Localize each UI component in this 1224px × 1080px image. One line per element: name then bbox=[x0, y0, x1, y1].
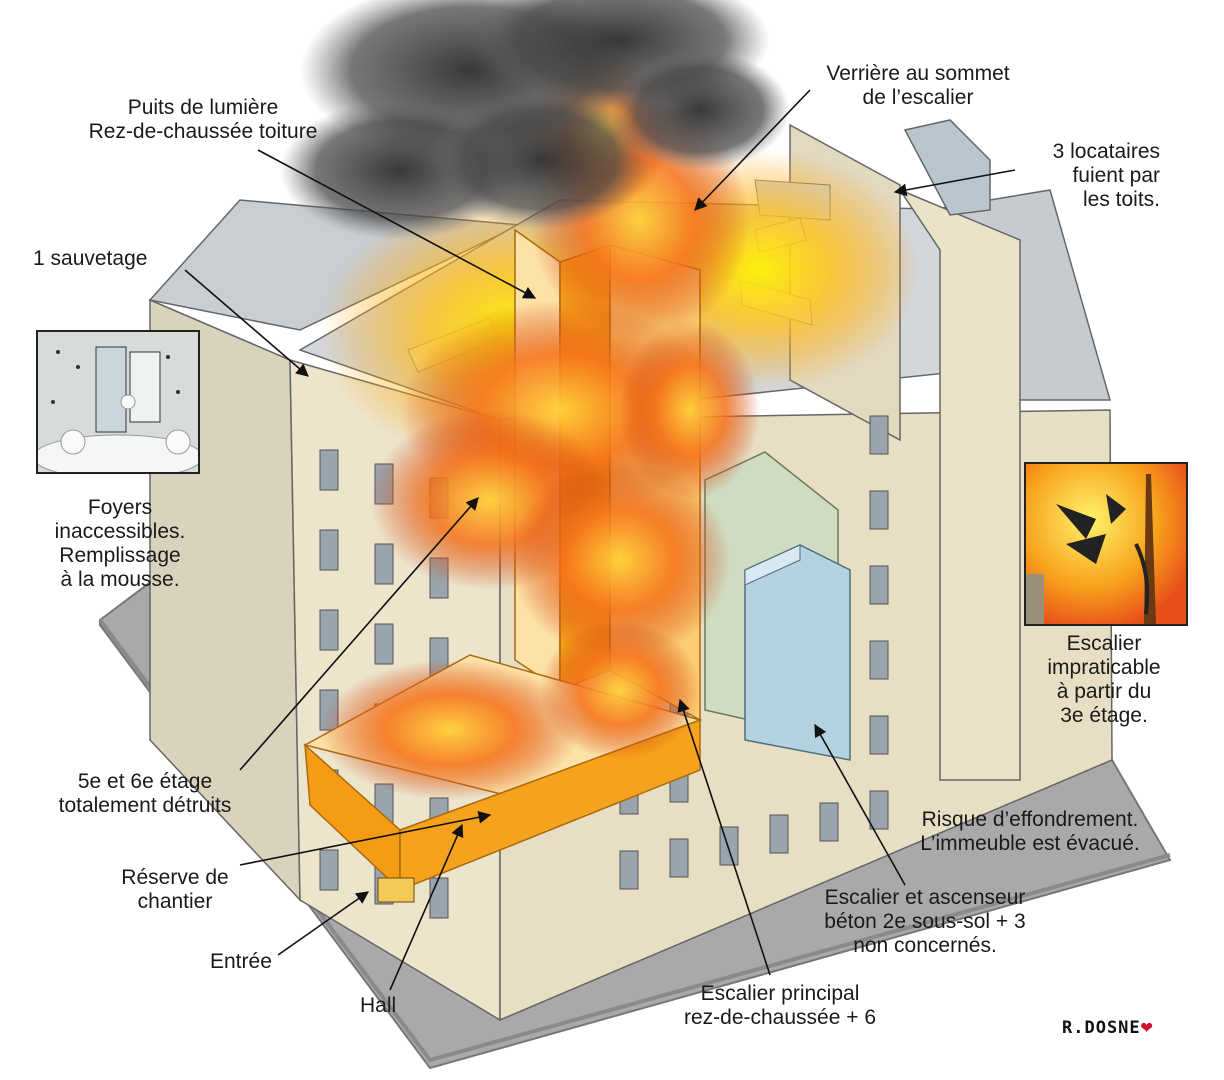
fire-icon bbox=[320, 50, 760, 800]
window bbox=[319, 849, 339, 891]
label-sauvetage: 1 sauvetage bbox=[33, 247, 148, 270]
window bbox=[669, 838, 689, 878]
window bbox=[319, 609, 339, 651]
window bbox=[429, 877, 449, 919]
party-wall bbox=[898, 188, 1021, 781]
artist-signature: R.DOSNE❤ bbox=[1062, 1014, 1154, 1038]
window bbox=[769, 814, 789, 854]
window bbox=[374, 543, 394, 585]
window bbox=[869, 640, 889, 680]
heart-icon: ❤ bbox=[1140, 1014, 1154, 1038]
arrow-icon bbox=[184, 89, 1016, 991]
label-risque-effondrement: Risque d’effondrement.L’immeuble est éva… bbox=[920, 808, 1140, 855]
window bbox=[319, 529, 339, 571]
window bbox=[869, 565, 889, 605]
window bbox=[374, 623, 394, 665]
window bbox=[869, 490, 889, 530]
label-entree: Entrée bbox=[210, 950, 272, 973]
foam-inset-image bbox=[36, 330, 200, 474]
window bbox=[619, 850, 639, 890]
chimney bbox=[903, 119, 991, 216]
entrance-door bbox=[377, 877, 415, 903]
window bbox=[319, 449, 339, 491]
label-hall: Hall bbox=[360, 994, 397, 1017]
elevator-box-side bbox=[744, 544, 801, 586]
window bbox=[819, 802, 839, 842]
window bbox=[869, 790, 889, 830]
window bbox=[869, 715, 889, 755]
stair-inset-image bbox=[1024, 462, 1188, 626]
window bbox=[869, 415, 889, 455]
smoke-cloud-icon bbox=[280, 0, 790, 240]
